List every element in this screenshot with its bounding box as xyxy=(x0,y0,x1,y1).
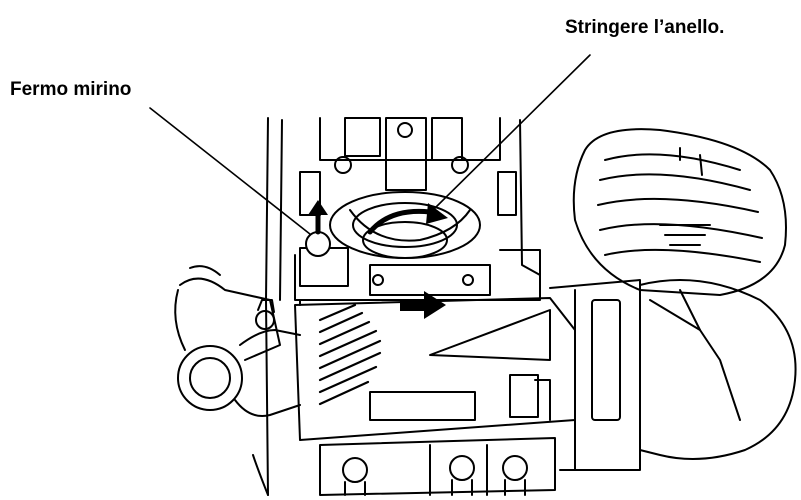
tightening-ring xyxy=(329,191,481,259)
viewfinder-body xyxy=(294,297,576,441)
mount-plate xyxy=(294,249,541,301)
leader-line-lock xyxy=(149,107,316,239)
leader-line-ring xyxy=(432,54,591,211)
viewfinder-mount xyxy=(299,117,517,216)
vent-slots xyxy=(318,303,382,406)
lock-up-arrow xyxy=(308,200,328,215)
tighten-ring-label: Stringere l’anello. xyxy=(565,17,725,38)
rotation-arrowhead xyxy=(426,203,448,224)
viewfinder-lock-label: Fermo mirino xyxy=(10,79,132,100)
mic-holder xyxy=(174,265,301,417)
eyecup xyxy=(572,128,787,296)
bottom-connectors xyxy=(319,437,556,496)
rotation-arrow xyxy=(367,208,433,235)
viewfinder-barrel xyxy=(549,279,797,471)
viewfinder-lock-button xyxy=(299,209,349,287)
